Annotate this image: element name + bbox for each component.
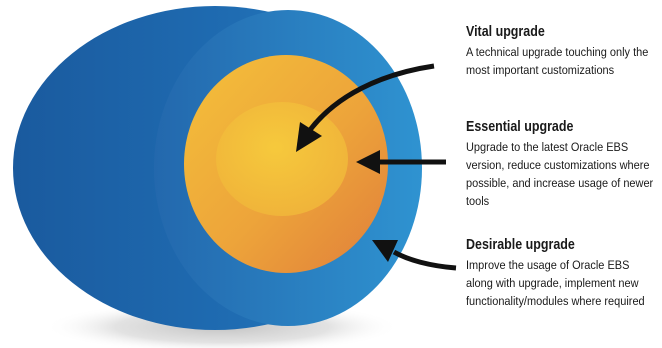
- vital-upgrade-description: A technical upgrade touching only the mo…: [466, 45, 649, 77]
- desirable-upgrade-label: Desirable upgrade Improve the usage of O…: [466, 237, 660, 310]
- essential-upgrade-title: Essential upgrade: [466, 119, 574, 135]
- desirable-upgrade-title: Desirable upgrade: [466, 237, 575, 253]
- essential-arrow: [356, 150, 446, 174]
- essential-upgrade-label: Essential upgrade Upgrade to the latest …: [466, 119, 660, 210]
- vital-upgrade-title: Vital upgrade: [466, 24, 545, 40]
- desirable-upgrade-description: Improve the usage of Oracle EBS along wi…: [466, 258, 645, 308]
- vital-upgrade-label: Vital upgrade A technical upgrade touchi…: [466, 24, 660, 79]
- vital-arrow: [296, 63, 435, 152]
- vital-upgrade-core: [216, 102, 348, 216]
- essential-upgrade-description: Upgrade to the latest Oracle EBS version…: [466, 140, 654, 208]
- desirable-arrow: [372, 240, 457, 271]
